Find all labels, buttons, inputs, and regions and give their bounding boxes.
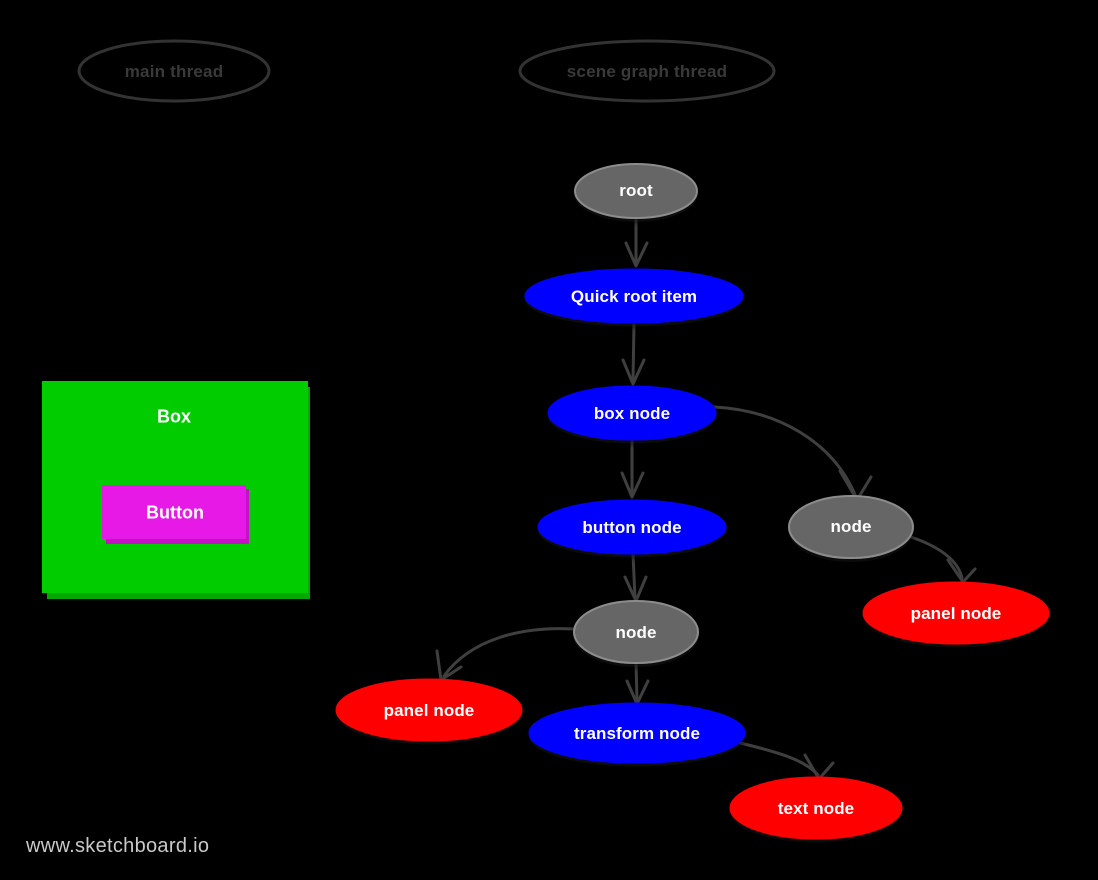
node-text-node[interactable] bbox=[729, 776, 903, 840]
node-label-button-node: button node bbox=[582, 518, 682, 537]
edges-group bbox=[435, 216, 977, 781]
node-panel-node-lower[interactable] bbox=[335, 678, 523, 742]
node-label-quick-root-item: Quick root item bbox=[570, 287, 698, 306]
edge-arrowhead-9 bbox=[803, 753, 835, 781]
node-label-transform-node: transform node bbox=[573, 724, 701, 743]
node-label-node-lower: node bbox=[615, 623, 657, 642]
edge-arrowhead-8 bbox=[625, 679, 650, 706]
edge-node-lower-to-panel-node-lower bbox=[442, 627, 576, 678]
edge-button-node-to-node-lower bbox=[631, 552, 637, 600]
swimlane-label-scene-graph-thread: scene graph thread bbox=[566, 62, 728, 81]
box-label: Box bbox=[156, 406, 192, 427]
edge-arrowhead-1 bbox=[624, 241, 649, 268]
edge-arrowhead-2 bbox=[621, 358, 646, 386]
node-panel-node-right[interactable] bbox=[862, 581, 1050, 645]
edge-node-lower-to-transform-node bbox=[634, 661, 639, 702]
sketchboard-watermark: www.sketchboard.io bbox=[26, 835, 210, 857]
node-label-text-node: text node bbox=[777, 799, 855, 818]
node-label-node-right: node bbox=[830, 517, 872, 536]
node-quick-root-item[interactable] bbox=[524, 268, 744, 324]
edge-arrowhead-4 bbox=[838, 469, 873, 502]
edge-node-right-to-panel-node-right bbox=[909, 535, 964, 580]
node-label-box-node: box node bbox=[593, 404, 671, 423]
node-node-lower[interactable] bbox=[573, 600, 699, 664]
node-box-node[interactable] bbox=[547, 385, 717, 441]
edge-arrowhead-6 bbox=[623, 575, 648, 603]
nodes-group bbox=[335, 163, 1050, 840]
node-button-node[interactable] bbox=[537, 499, 727, 555]
node-node-right[interactable] bbox=[788, 495, 914, 559]
button-label[interactable]: Button bbox=[146, 502, 204, 523]
node-label-panel-node-right: panel node bbox=[910, 604, 1002, 623]
node-label-panel-node-lower: panel node bbox=[383, 701, 475, 720]
edge-arrowhead-3 bbox=[620, 471, 645, 499]
swimlane-label-main-thread: main thread bbox=[124, 62, 224, 81]
edge-arrowhead-5 bbox=[946, 558, 977, 584]
edge-box-node-to-node-right bbox=[712, 405, 858, 499]
edge-quick-root-item-to-box-node bbox=[631, 321, 636, 383]
node-transform-node[interactable] bbox=[528, 702, 746, 764]
node-root[interactable] bbox=[574, 163, 698, 219]
edge-transform-node-to-text-node bbox=[738, 741, 820, 777]
edge-arrowhead-7 bbox=[435, 649, 463, 682]
node-label-root: root bbox=[619, 181, 653, 200]
